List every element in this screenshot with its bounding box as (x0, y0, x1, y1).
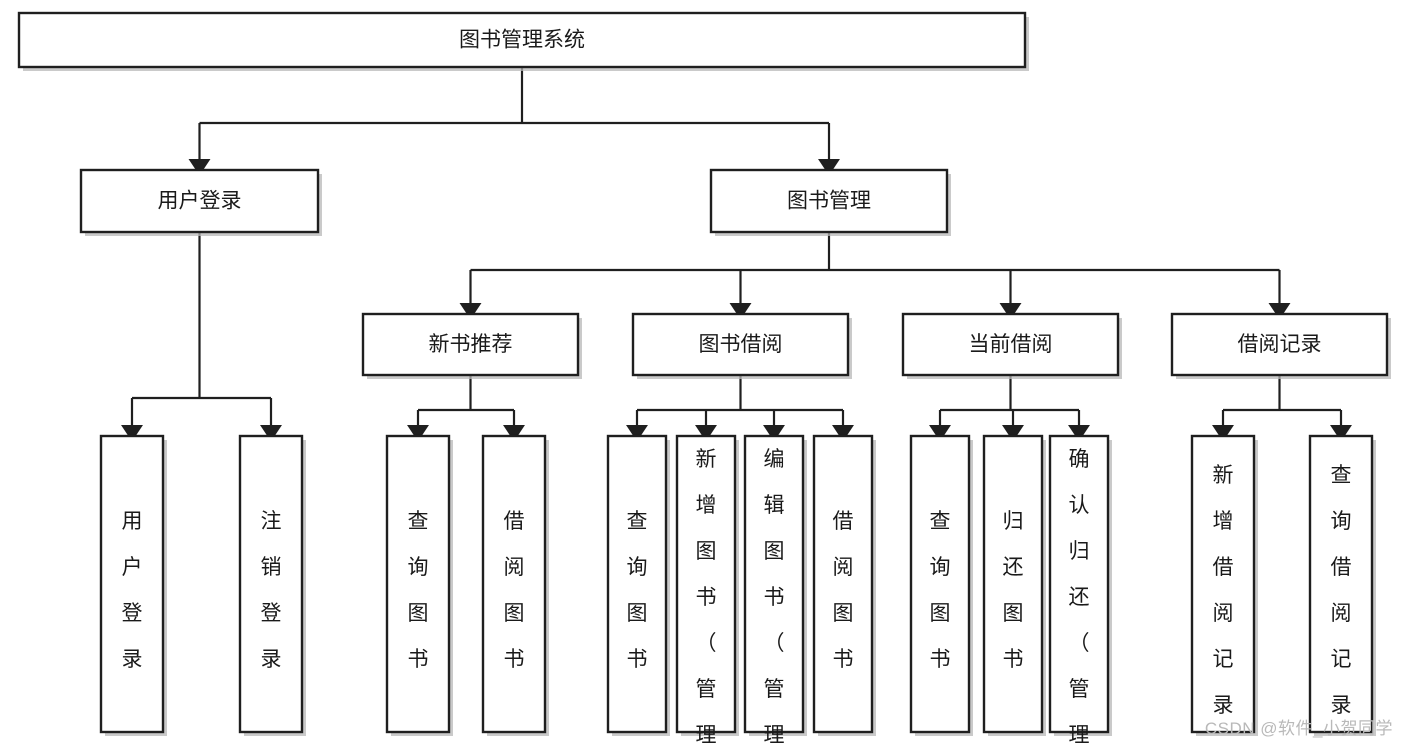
node-rect[interactable] (812, 434, 874, 734)
node-rect[interactable] (982, 434, 1044, 734)
node-rect[interactable] (79, 168, 320, 234)
node-label: 借阅图书 (504, 510, 525, 671)
node-rect[interactable] (1190, 434, 1256, 734)
node-user-login[interactable]: 用户登录 (79, 168, 322, 236)
connectors-layer (121, 67, 1352, 442)
node-current-borrow[interactable]: 当前借阅 (901, 312, 1122, 379)
node-bb-query-book[interactable]: 查询图书 (606, 434, 670, 736)
node-label: 图书借阅 (699, 333, 783, 356)
node-leaf-logout-login[interactable]: 注销登录 (238, 434, 306, 736)
node-cb-return-book[interactable]: 归还图书 (982, 434, 1046, 736)
node-leaf-user-login[interactable]: 用户登录 (99, 434, 167, 736)
boxes-layer: 图书管理系统用户登录图书管理用户登录注销登录新书推荐查询图书借阅图书图书借阅查询… (17, 11, 1391, 747)
node-rect[interactable] (99, 434, 165, 734)
node-label: 注销登录 (261, 510, 282, 671)
node-label: 查询图书 (627, 510, 648, 671)
node-label: 新书推荐 (429, 333, 513, 356)
node-rect[interactable] (1048, 434, 1110, 734)
node-label: 借阅记录 (1238, 333, 1322, 356)
node-label: 编辑图书（管理员） (764, 448, 785, 747)
node-rect[interactable] (709, 168, 949, 234)
node-rect[interactable] (481, 434, 547, 734)
node-bb-borrow-book[interactable]: 借阅图书 (812, 434, 876, 736)
node-bb-add-book[interactable]: 新增图书（管理员） (675, 434, 739, 747)
node-label: 图书管理系统 (459, 29, 585, 52)
node-label: 用户登录 (122, 510, 143, 671)
node-br-add-record[interactable]: 新增借阅记录 (1190, 434, 1258, 736)
node-label: 新增借阅记录 (1213, 464, 1234, 717)
node-rect[interactable] (631, 312, 850, 377)
node-rect[interactable] (361, 312, 580, 377)
node-label: 当前借阅 (969, 333, 1053, 356)
node-label: 用户登录 (158, 190, 242, 213)
node-label: 确认归还（管理员） (1069, 448, 1090, 747)
node-rect[interactable] (17, 11, 1027, 69)
node-rect[interactable] (901, 312, 1120, 377)
node-label: 图书管理 (787, 190, 871, 213)
node-nb-borrow-book[interactable]: 借阅图书 (481, 434, 549, 736)
node-label: 新增图书（管理员） (696, 448, 717, 747)
node-rect[interactable] (909, 434, 971, 734)
node-book-borrow[interactable]: 图书借阅 (631, 312, 852, 379)
node-bb-edit-book[interactable]: 编辑图书（管理员） (743, 434, 807, 747)
node-label: 查询图书 (930, 510, 951, 671)
node-root[interactable]: 图书管理系统 (17, 11, 1029, 71)
node-rect[interactable] (743, 434, 805, 734)
node-cb-confirm-return[interactable]: 确认归还（管理员） (1048, 434, 1112, 747)
node-rect[interactable] (238, 434, 304, 734)
node-new-book-recommend[interactable]: 新书推荐 (361, 312, 582, 379)
node-label: 查询借阅记录 (1331, 464, 1352, 717)
node-rect[interactable] (385, 434, 451, 734)
node-borrow-record[interactable]: 借阅记录 (1170, 312, 1391, 379)
node-label: 查询图书 (408, 510, 429, 671)
node-book-management[interactable]: 图书管理 (709, 168, 951, 236)
node-nb-query-book[interactable]: 查询图书 (385, 434, 453, 736)
node-rect[interactable] (675, 434, 737, 734)
node-rect[interactable] (1308, 434, 1374, 734)
node-cb-query-book[interactable]: 查询图书 (909, 434, 973, 736)
node-br-query-record[interactable]: 查询借阅记录 (1308, 434, 1376, 736)
node-label: 归还图书 (1003, 510, 1024, 671)
node-rect[interactable] (1170, 312, 1389, 377)
node-label: 借阅图书 (833, 510, 854, 671)
node-rect[interactable] (606, 434, 668, 734)
